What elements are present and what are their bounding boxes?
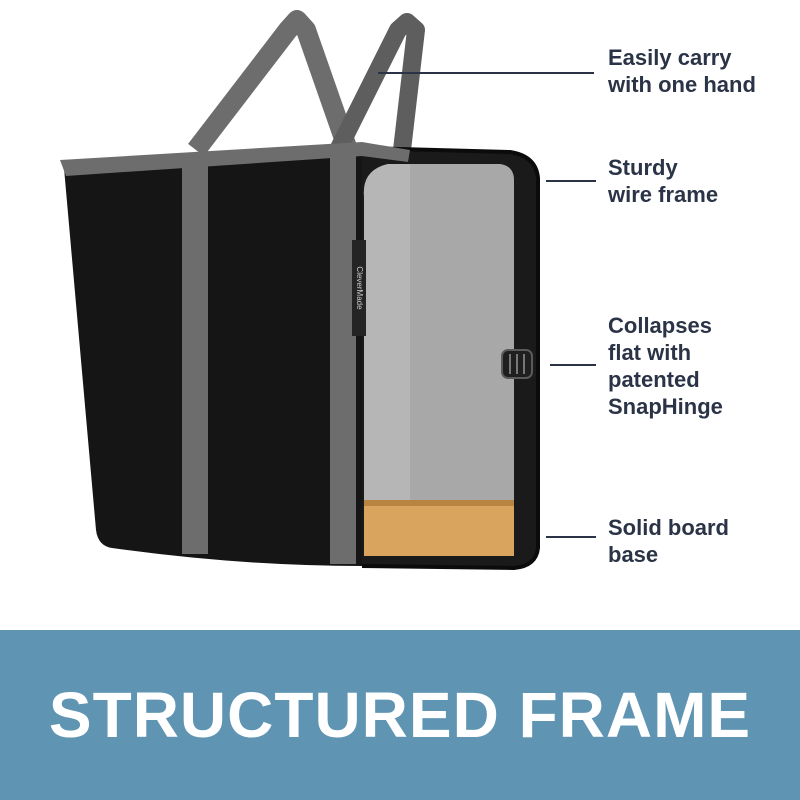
leader-base bbox=[546, 536, 596, 538]
callout-frame: Sturdy wire frame bbox=[608, 155, 719, 207]
leader-frame bbox=[546, 180, 596, 182]
brand-tag bbox=[352, 240, 366, 336]
callout-base: Solid board base bbox=[608, 515, 729, 567]
carry-handles bbox=[188, 10, 425, 157]
snaphinge bbox=[501, 349, 533, 379]
interior-cutaway bbox=[363, 164, 514, 556]
banner-title: STRUCTURED FRAME bbox=[48, 679, 752, 751]
board-base bbox=[364, 500, 514, 556]
bag-body bbox=[60, 142, 410, 566]
front-straps bbox=[182, 148, 356, 564]
leader-carry bbox=[378, 72, 594, 74]
callout-carry: Easily carry with one hand bbox=[608, 45, 756, 97]
callout-collapse: Collapses flat with patented SnapHinge bbox=[608, 313, 723, 419]
leader-collapse bbox=[550, 364, 596, 366]
banner: STRUCTURED FRAME bbox=[0, 630, 800, 800]
bag-illustration bbox=[60, 10, 540, 571]
brand-label: CleverMade bbox=[355, 266, 364, 310]
